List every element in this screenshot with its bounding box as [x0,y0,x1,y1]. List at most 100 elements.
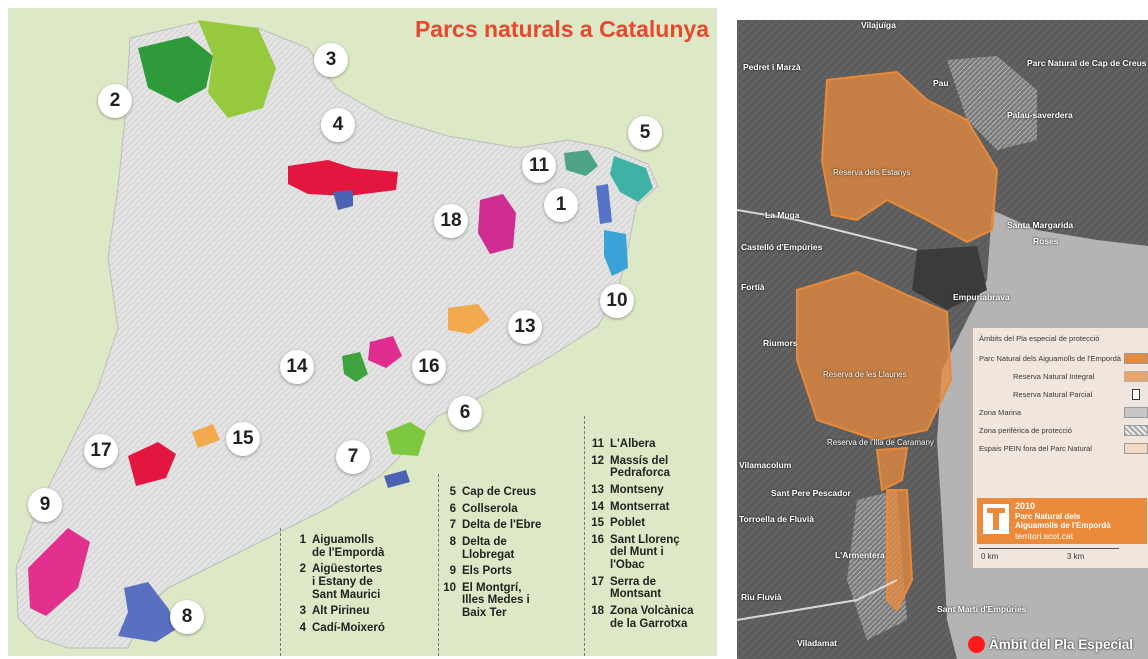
park-14-montserrat [342,352,368,382]
park-marker-4: 4 [321,108,355,142]
place-fortia: Fortià [741,282,765,292]
hatched-peripheral-north [947,56,1037,150]
park-7-delta-ebre [118,582,178,642]
park-18-garrotxa [478,194,516,254]
place-viladamat: Viladamat [797,638,838,648]
place-torroella-de-fluvia: Torroella de Fluvià [739,514,814,524]
park-marker-2: 2 [98,84,132,118]
place-riu-fluvia: Riu Fluvià [741,592,782,602]
park-6-collserola [386,422,426,456]
info-year: 2010 [1015,501,1036,511]
info-line2: Aiguamolls de l'Empordà [1015,521,1111,530]
info-site: territori.scot.cat [1015,531,1074,541]
legend-item-reserva-integral: Reserva Natural Integral [1013,372,1095,381]
place-la-muga: La Muga [765,210,800,220]
place-pau: Pau [933,78,949,88]
aiguamolls-detail-map: Vilajuïga Pedret i Marzà Pau Parc Natura… [737,20,1148,659]
place-vilamacolum: Vilamacolum [739,460,792,470]
park-9-els-ports [28,528,90,616]
place-castello-empuries: Castelló d'Empúries [741,242,823,252]
place-riumors: Riumors [763,338,798,348]
scale-start: 0 km [981,552,999,561]
park-marker-16: 16 [412,350,446,384]
park-marker-6: 6 [448,396,482,430]
park-marker-15: 15 [226,422,260,456]
place-palau-saverdera: Palau-saverdera [1007,110,1073,120]
place-parc-cap-de-creus: Parc Natural de Cap de Creus [1027,58,1147,68]
place-roses: Roses [1033,236,1059,246]
park-marker-3: 3 [314,43,348,77]
area-reserva-dels-estanys: Reserva dels Estanys [833,168,911,177]
place-sant-marti-empuries: Sant Martí d'Empúries [937,604,1027,614]
park-marker-9: 9 [28,488,62,522]
reserve-dels-estanys [820,70,999,244]
place-larmentera: L'Armentera [835,550,885,560]
park-marker-14: 14 [280,350,314,384]
park-marker-18: 18 [434,204,468,238]
legend-item-reserva-parcial: Reserva Natural Parcial [1013,390,1093,399]
reserve-illa-de-caramany [875,446,909,492]
park-marker-17: 17 [84,434,118,468]
red-dot-icon [968,636,985,653]
park-13-montseny [448,304,490,334]
reserve-de-les-llaunes [796,270,953,442]
logo-t-icon [983,504,1009,534]
footer-text: Àmbit del Pla Especial [989,637,1134,652]
legend-item-espais-pein: Espais PEIN fora del Parc Natural [979,444,1092,453]
legend-item-zona-periferica: Zona perifèrica de protecció [979,426,1072,435]
park-15-poblet [192,424,220,448]
park-marker-11: 11 [522,149,556,183]
info-line1: Parc Natural dels [1015,512,1081,521]
river-muga [737,209,918,251]
town-empuriabrava [912,246,987,310]
catalonia-map-svg [15,20,659,649]
info-box: 2010 Parc Natural dels Aiguamolls de l'E… [977,498,1147,544]
park-8-delta-llobregat [384,470,410,488]
legend-heading: Àmbits del Pla especial de protecció [979,334,1100,343]
area-reserva-illa-caramany: Reserva de l'Illa de Caramany [827,438,934,447]
scale-end: 3 km [1067,552,1085,561]
park-4-cadi-moixero [288,160,398,196]
legend-item-zona-marina: Zona Marina [979,408,1022,417]
map-title: Parcs naturals a Catalunya [414,16,709,42]
catalonia-parks-map: Parcs naturals a Catalunya 3 2 4 11 5 18… [8,8,717,656]
park-17-montsant [128,442,176,486]
park-south-strip [886,489,914,612]
place-sant-pere-pescador: Sant Pere Pescador [771,488,851,498]
place-vilajuiga: Vilajuïga [861,20,896,30]
park-marker-8: 7 [336,440,370,474]
park-11-albera [564,150,598,176]
park-16-sant-llorenc [368,336,402,368]
legend-item-parc-natural: Parc Natural dels Aiguamolls de l'Empord… [979,354,1121,363]
place-santa-margarida: Santa Margarida [1007,220,1074,230]
place-pedret-i-marza: Pedret i Marzà [743,62,801,72]
park-marker-7: 8 [170,600,204,634]
park-marker-1: 1 [544,188,578,222]
park-10-montgri [604,230,628,276]
park-1-aiguamolls [596,184,612,224]
park-marker-13: 13 [508,310,542,344]
footer-label: Àmbit del Pla Especial [968,636,1133,653]
park-2-aiguestortes [138,36,213,103]
